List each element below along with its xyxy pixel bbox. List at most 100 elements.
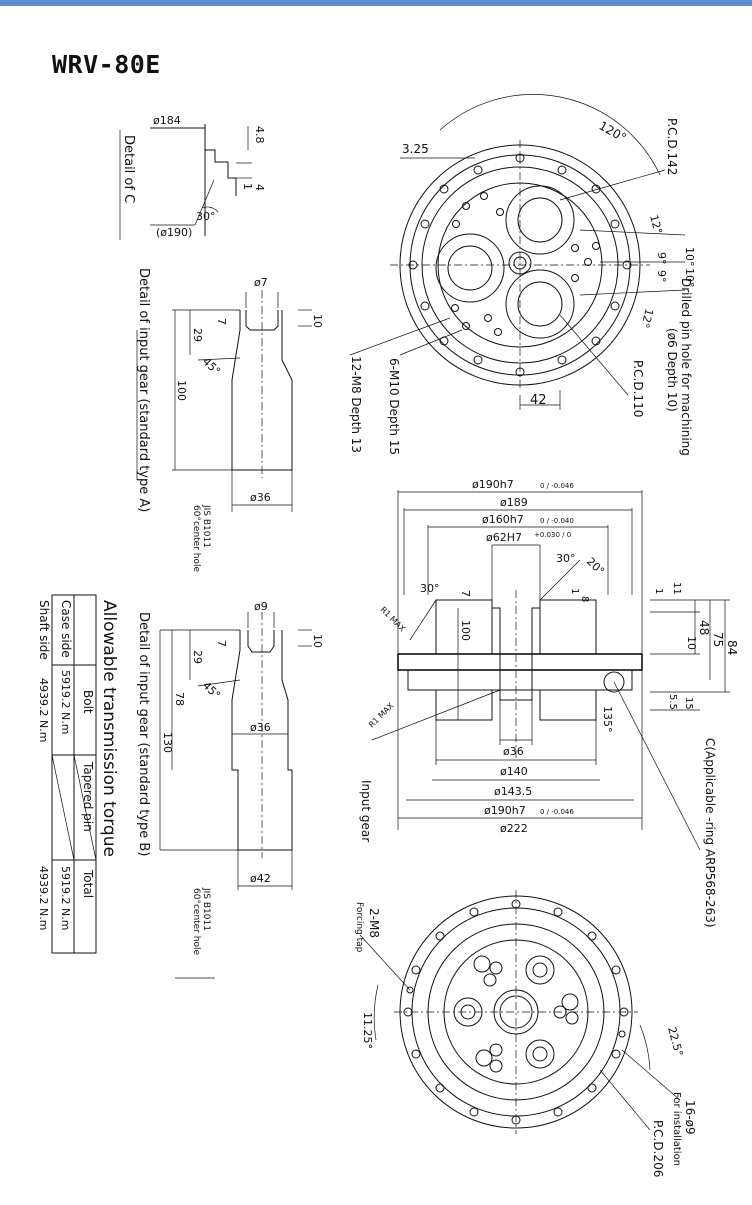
label-drilled-pin: Drilled pin hole for machining xyxy=(679,278,693,456)
dim-sec-11: 11 xyxy=(671,582,682,595)
table-header-total: Total xyxy=(81,869,95,898)
dim-top-9a: 9° xyxy=(655,252,668,265)
dim-a-10: 10 xyxy=(311,314,324,328)
label-pin-depth: (ø6 Depth 10) xyxy=(665,328,679,412)
table-row1-bolt: 5919.2 N.m xyxy=(59,670,72,734)
detail-c: Detail of C ø184 4.8 1 4 30° (ø190) xyxy=(119,114,266,240)
dim-sec-62: ø62H7 xyxy=(486,531,522,544)
dim-sec-1b: 1 xyxy=(653,588,664,594)
dim-top-10b: 10° xyxy=(683,268,696,288)
torque-table: Allowable transmission torque Bolt Taper… xyxy=(37,594,119,954)
dim-a-29: 29 xyxy=(191,328,204,342)
table-row1-total: 5919.2 N.m xyxy=(59,866,72,930)
dim-sec-84: 84 xyxy=(725,640,739,655)
dim-c-190: (ø190) xyxy=(156,226,192,239)
dim-sec-30b: 30° xyxy=(420,582,440,595)
top-flange-view: 3.25 120° P.C.D.142 12° 10° 10° 9° 9° 12… xyxy=(349,94,696,456)
dim-sec-1a: 1 xyxy=(569,588,580,594)
dim-c-184: ø184 xyxy=(153,114,181,127)
label-16-9: 16-ø9 xyxy=(683,1100,697,1135)
dim-sec-10: 10 xyxy=(685,636,698,650)
top-accent-bar xyxy=(0,0,752,6)
dim-b-130: 130 xyxy=(161,732,174,753)
table-row2-bolt: 4939.2 N.m xyxy=(37,678,50,742)
table-header-bolt: Bolt xyxy=(81,690,95,714)
dim-b-7: 7 xyxy=(215,640,228,647)
dim-a-36: ø36 xyxy=(250,491,271,504)
dim-c-1: 1 xyxy=(241,183,254,190)
dim-sec-190-top: ø190h7 xyxy=(472,478,514,491)
label-pcd142: P.C.D.142 xyxy=(665,118,679,175)
label-6-m10: 6-M10 Depth 15 xyxy=(387,358,401,455)
center-hole-a-2: 60°center hole xyxy=(191,505,201,572)
dim-sec-143: ø143.5 xyxy=(494,785,532,798)
dim-b-42: ø42 xyxy=(250,872,271,885)
tol-62: +0.030 / 0 xyxy=(534,531,571,539)
dim-a-45: 45° xyxy=(200,355,223,378)
dim-top-12b: 12° xyxy=(638,307,656,329)
dim-c-4: 4 xyxy=(253,184,266,191)
detail-a: Detail of input gear (standard type A) ø… xyxy=(136,268,324,572)
dim-c-4-8: 4.8 xyxy=(253,126,266,144)
dim-sec-222: ø222 xyxy=(500,822,528,835)
dim-bot-22-5: 22.5° xyxy=(665,1025,685,1057)
torque-table-title: Allowable transmission torque xyxy=(99,600,119,857)
dim-a-100: 100 xyxy=(175,380,188,401)
dim-b-10: 10 xyxy=(311,634,324,648)
table-row2-label: Shaft side xyxy=(37,600,51,660)
dim-b-78: 78 xyxy=(173,692,186,706)
dim-sec-r1-bottom: R1 MAX xyxy=(367,701,396,730)
label-applicable-ring: C(Applicable -ring ARP568-263) xyxy=(703,738,717,928)
dim-sec-20: 20° xyxy=(584,555,607,578)
dim-sec-36: ø36 xyxy=(503,745,524,758)
label-pcd110: P.C.D.110 xyxy=(631,360,645,417)
label-12-m8: 12-M8 Depth 13 xyxy=(349,356,363,453)
dim-sec-7: 7 xyxy=(459,590,472,597)
dim-sec-8: 8 xyxy=(579,596,590,602)
label-for-installation: For installation xyxy=(671,1092,682,1166)
dim-a-7: ø7 xyxy=(254,276,268,289)
section-view: ø190h7 0 / -0.046 ø189 ø160h7 0 / -0.040… xyxy=(359,478,739,928)
dim-sec-r1-top: R1 MAX xyxy=(379,605,408,634)
tol-190-bottom: 0 / -0.046 xyxy=(540,808,574,816)
detail-b-label: Detail of input gear (standard type B) xyxy=(136,612,151,856)
label-forcing-tap: Forcing tap xyxy=(354,902,364,953)
dim-sec-75: 75 xyxy=(711,632,725,647)
dim-sec-135: 135° xyxy=(601,706,614,733)
dim-b-29: 29 xyxy=(191,650,204,664)
dim-sec-160: ø160h7 xyxy=(482,513,524,526)
bottom-flange-view: 2-M8 Forcing tap 11.25° 22.5° 16-ø9 For … xyxy=(354,890,697,1177)
page-title: WRV-80E xyxy=(52,50,161,79)
dim-b-36: ø36 xyxy=(250,721,271,734)
label-2-m8: 2-M8 xyxy=(367,908,381,938)
label-pcd206: P.C.D.206 xyxy=(651,1120,665,1177)
table-header-tapered: Tapered pin xyxy=(81,761,95,832)
dim-sec-190-bottom: ø190h7 xyxy=(484,804,526,817)
center-hole-b-2: 60°center hole xyxy=(191,888,201,955)
dim-top-12a: 12° xyxy=(647,213,665,235)
dim-sec-48: 48 xyxy=(697,620,711,635)
dim-sec-189: ø189 xyxy=(500,496,528,509)
center-hole-b-1: JIS B1011 xyxy=(201,887,211,931)
dim-sec-140: ø140 xyxy=(500,765,528,778)
detail-c-label: Detail of C xyxy=(121,135,136,203)
table-row2-total: 4939.2 N.m xyxy=(37,866,50,930)
dim-top-9b: 9° xyxy=(655,270,668,283)
dim-sec-15: 15 xyxy=(683,697,694,710)
dim-sec-30a: 30° xyxy=(556,552,576,565)
dim-top-42: 42 xyxy=(530,393,547,408)
label-input-gear: Input gear xyxy=(359,780,373,842)
tol-160: 0 / -0.040 xyxy=(540,517,574,525)
table-row1-label: Case side xyxy=(59,600,73,658)
detail-b: Detail of input gear (standard type B) ø… xyxy=(136,600,324,979)
dim-a-7b: 7 xyxy=(215,318,228,325)
dim-sec-100: 100 xyxy=(459,620,472,641)
tol-190-top: 0 / -0.046 xyxy=(540,482,574,490)
dim-c-30: 30° xyxy=(196,210,216,223)
dim-top-120: 120° xyxy=(597,118,629,145)
dim-b-45: 45° xyxy=(200,679,223,702)
dim-top-10a: 10° xyxy=(683,247,696,267)
dim-top-3-25: 3.25 xyxy=(402,142,429,156)
dim-bot-11-25: 11.25° xyxy=(361,1012,374,1049)
